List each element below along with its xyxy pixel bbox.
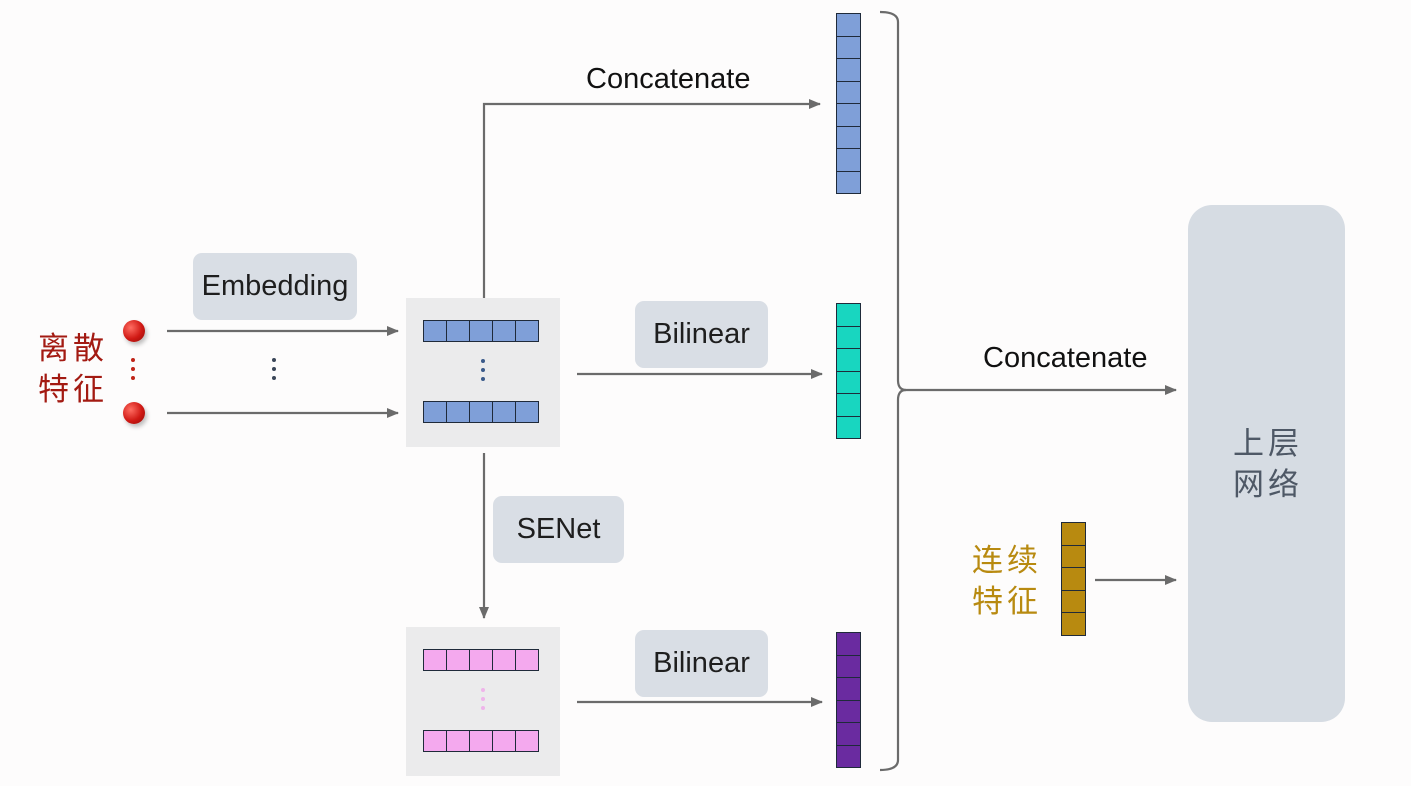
discrete-feature-node-2 <box>123 402 145 424</box>
discrete-ellipsis <box>131 358 135 380</box>
senet-label: SENet <box>493 496 624 563</box>
bilinear-bottom-label: Bilinear <box>635 630 768 697</box>
senet-ellipsis <box>481 688 485 710</box>
senet-vector-2 <box>423 730 539 752</box>
concatenate-top-label: Concatenate <box>586 63 751 95</box>
continuous-features-label: 连续特征 <box>972 543 1042 620</box>
concat-arrow-top <box>482 99 821 298</box>
embedding-label: Embedding <box>193 253 357 320</box>
concatenate-right-label: Concatenate <box>983 342 1148 374</box>
embedding-vector-1 <box>423 320 539 342</box>
right-bracket <box>879 10 907 772</box>
bilinear-top-vector <box>836 303 861 439</box>
embedding-vector-2 <box>423 401 539 423</box>
discrete-features-label: 离散特征 <box>38 331 108 408</box>
upper-network-label: 上层网络 <box>1233 426 1303 503</box>
arrow-ellipsis <box>272 358 276 380</box>
bilinear-top-label: Bilinear <box>635 301 768 368</box>
upper-network-block <box>1188 205 1345 722</box>
senet-vector-1 <box>423 649 539 671</box>
concatenated-embedding-vector <box>836 13 861 194</box>
embedding-ellipsis <box>481 359 485 381</box>
bilinear-bottom-vector <box>836 632 861 768</box>
discrete-feature-node-1 <box>123 320 145 342</box>
continuous-feature-vector <box>1061 522 1086 636</box>
